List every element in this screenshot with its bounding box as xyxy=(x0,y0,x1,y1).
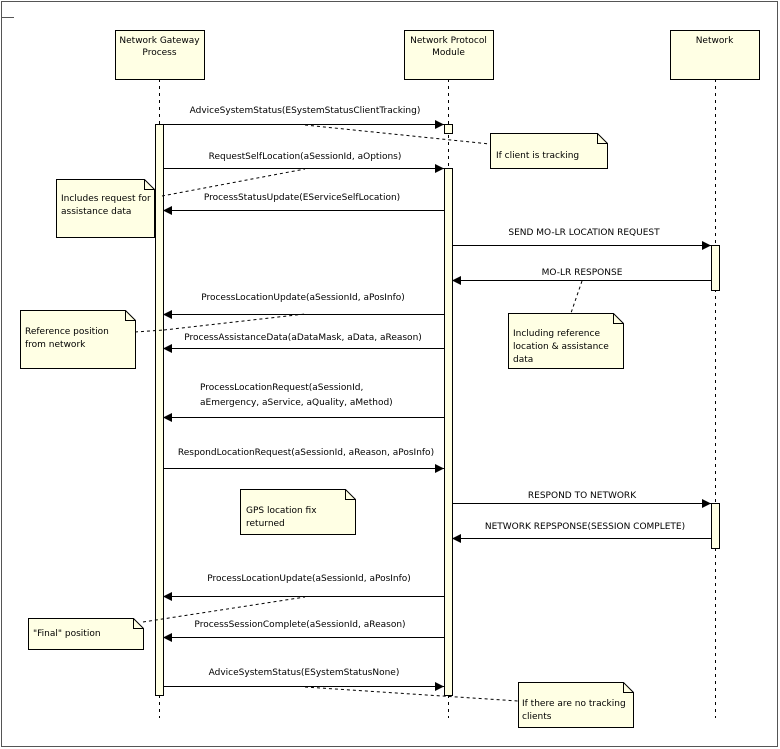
message-label: AdviceSystemStatus(ESystemStatusClientTr… xyxy=(190,106,421,116)
message-11: NETWORK REPSPONSE(SESSION COMPLETE) xyxy=(452,522,711,543)
note-connector xyxy=(163,313,306,331)
note-body xyxy=(490,133,608,169)
note-connector xyxy=(570,280,583,314)
note-text: GPS location fix xyxy=(246,506,317,516)
message-7: ProcessAssistanceData(aDataMask, aData, … xyxy=(163,333,444,353)
activation-bar xyxy=(444,168,453,696)
note-body xyxy=(28,618,144,650)
note-text: Includes request for xyxy=(61,194,151,204)
message-5: MO-LR RESPONSE xyxy=(452,268,711,285)
message-label: RespondLocationRequest(aSessionId, aReas… xyxy=(178,448,434,458)
note-text: assistance data xyxy=(61,207,131,217)
message-label: RequestSelfLocation(aSessionId, aOptions… xyxy=(209,152,402,162)
lifeline-ngp-label: Process xyxy=(142,48,176,58)
lifeline-net-box xyxy=(670,30,760,80)
message-label: SEND MO-LR LOCATION REQUEST xyxy=(508,228,660,238)
note-fold xyxy=(345,489,356,500)
lifeline-net-label: Network xyxy=(696,36,734,46)
note-fold xyxy=(144,179,155,190)
message-label: ProcessLocationUpdate(aSessionId, aPosIn… xyxy=(201,293,405,303)
activation-bar xyxy=(155,124,164,696)
note-body xyxy=(56,179,155,238)
note-connector xyxy=(304,686,519,702)
note-text: clients xyxy=(522,712,552,722)
note-text: If client is tracking xyxy=(496,151,579,161)
note-3: Reference position from network xyxy=(20,310,136,369)
activation-bars xyxy=(155,124,720,696)
message-label: ProcessLocationUpdate(aSessionId, aPosIn… xyxy=(207,574,411,584)
note-fold xyxy=(623,682,634,693)
lifeline-npm-label: Module xyxy=(432,48,465,58)
note-text: location & assistance xyxy=(513,342,609,352)
message-6: ProcessLocationUpdate(aSessionId, aPosIn… xyxy=(163,293,444,319)
note-text: Including reference xyxy=(513,329,600,339)
message-4: SEND MO-LR LOCATION REQUEST xyxy=(452,228,711,250)
lifeline-npm-box xyxy=(404,30,494,80)
note-body xyxy=(508,313,624,369)
note-1: If client is tracking xyxy=(490,133,608,169)
note-text: returned xyxy=(246,519,285,529)
activation-bar xyxy=(711,245,720,291)
note-text: "Final" position xyxy=(33,629,101,639)
note-2: Includes request for assistance data xyxy=(56,179,155,238)
note-text: If there are no tracking xyxy=(522,699,626,709)
note-text: data xyxy=(513,355,533,365)
note-fold xyxy=(613,313,624,324)
note-body xyxy=(20,310,136,369)
note-connectors xyxy=(134,124,583,702)
lifeline-ngp-box xyxy=(115,30,205,80)
message-3: ProcessStatusUpdate(EServiceSelfLocation… xyxy=(163,193,444,215)
note-body xyxy=(518,682,634,728)
note-5: GPS location fix returned xyxy=(240,489,356,535)
message-label: MO-LR RESPONSE xyxy=(542,268,623,278)
activation-bar xyxy=(444,124,453,134)
activation-bar xyxy=(711,503,720,549)
note-connector xyxy=(304,124,491,145)
message-label: ProcessSessionComplete(aSessionId, aReas… xyxy=(194,620,405,630)
note-text: Reference position xyxy=(25,327,109,337)
note-connector xyxy=(161,168,306,197)
note-connector xyxy=(142,596,306,623)
note-fold xyxy=(125,310,136,321)
message-12: ProcessLocationUpdate(aSessionId, aPosIn… xyxy=(163,574,444,601)
message-label: NETWORK REPSPONSE(SESSION COMPLETE) xyxy=(485,522,685,532)
message-1: AdviceSystemStatus(ESystemStatusClientTr… xyxy=(163,106,444,129)
message-8: ProcessLocationRequest(aSessionId, aEmerg… xyxy=(163,383,444,422)
message-2: RequestSelfLocation(aSessionId, aOptions… xyxy=(163,152,444,173)
note-connector xyxy=(134,329,165,333)
note-fold xyxy=(597,133,608,144)
messages: AdviceSystemStatus(ESystemStatusClientTr… xyxy=(163,106,711,691)
note-text: from network xyxy=(25,340,86,350)
note-body xyxy=(240,489,356,535)
message-label: ProcessStatusUpdate(EServiceSelfLocation… xyxy=(204,193,400,203)
message-label: AdviceSystemStatus(ESystemStatusNone) xyxy=(209,668,400,678)
message-14: AdviceSystemStatus(ESystemStatusNone) xyxy=(163,668,444,691)
message-9: RespondLocationRequest(aSessionId, aReas… xyxy=(163,448,444,473)
message-label: aEmergency, aService, aQuality, aMethod) xyxy=(200,398,393,408)
message-label: ProcessAssistanceData(aDataMask, aData, … xyxy=(184,333,422,343)
message-13: ProcessSessionComplete(aSessionId, aReas… xyxy=(163,620,444,642)
note-4: Including reference location & assistance… xyxy=(508,313,624,369)
lifeline-npm-label: Network Protocol xyxy=(410,36,487,46)
note-fold xyxy=(133,618,144,629)
lifeline-ngp-label: Network Gateway xyxy=(119,36,200,46)
message-10: RESPOND TO NETWORK xyxy=(452,491,711,508)
message-label: ProcessLocationRequest(aSessionId, xyxy=(200,383,363,393)
note-6: "Final" position xyxy=(28,618,144,650)
note-7: If there are no tracking clients xyxy=(518,682,634,728)
message-label: RESPOND TO NETWORK xyxy=(528,491,637,501)
